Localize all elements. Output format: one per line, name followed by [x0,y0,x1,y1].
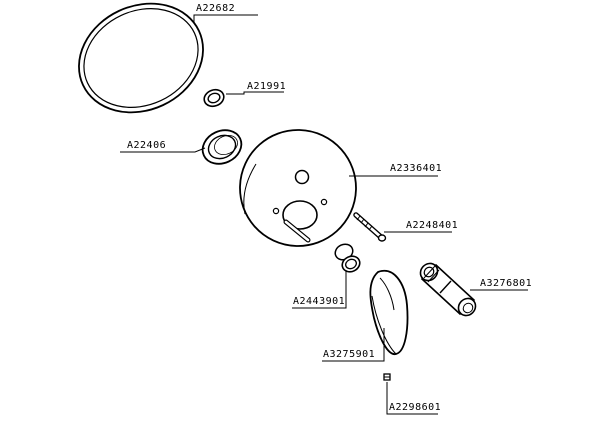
label-screw-text: A2248401 [406,220,458,231]
label-plate-text: A2336401 [390,163,442,174]
label-extension-text: A3276801 [480,278,532,289]
label-ring-text: A22682 [196,3,235,14]
label-grub-screw: A2298601 [386,382,441,415]
label-cap: A21991 [226,81,286,95]
label-sleeve: A2443901 [292,270,347,309]
collar-part [201,129,243,165]
label-ring: A22682 [193,3,258,22]
cover-plate-part [239,129,357,247]
grub-screw-part [383,373,391,381]
label-sleeve-text: A2443901 [293,296,345,307]
label-collar: A22406 [120,140,206,153]
handle-part [369,269,409,355]
cap-part [203,88,225,108]
label-grub-screw-text: A2298601 [389,402,441,413]
label-handle: A3275901 [322,328,385,362]
label-plate: A2336401 [349,163,442,177]
screw-part [353,212,387,242]
label-extension: A3276801 [470,278,532,291]
label-collar-text: A22406 [127,140,166,151]
label-screw: A2248401 [384,220,458,233]
label-cap-text: A21991 [247,81,286,92]
extension-part [419,262,477,317]
sleeve-part [334,243,361,273]
ring-part [78,2,204,114]
label-handle-text: A3275901 [323,349,375,360]
